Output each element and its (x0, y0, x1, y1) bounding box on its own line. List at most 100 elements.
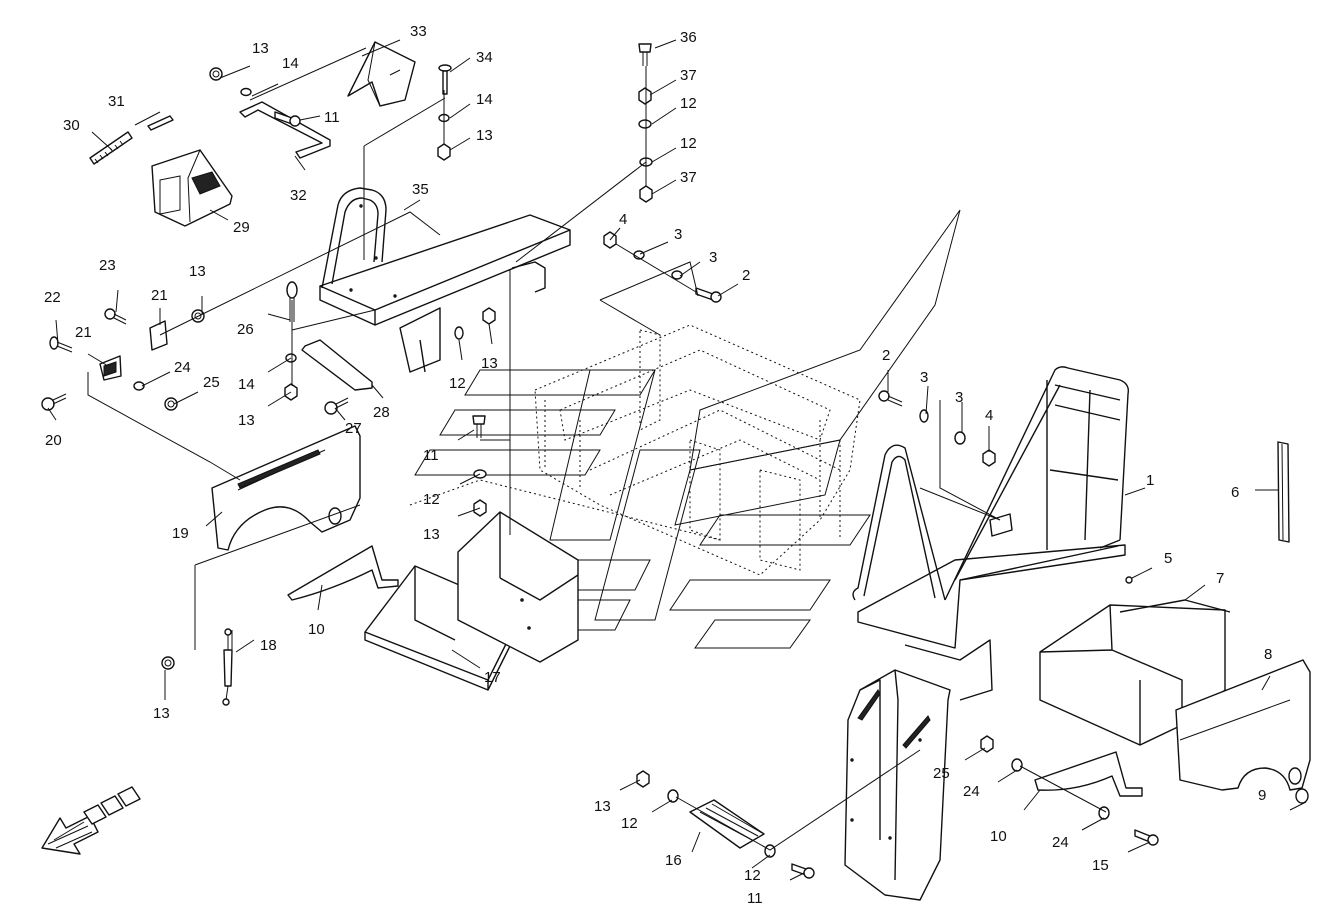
bracket-21b (99, 355, 122, 381)
callout-3: 3 (674, 226, 682, 243)
callout-14: 14 (476, 91, 493, 108)
callout-24: 24 (174, 359, 191, 376)
bolt-27 (324, 397, 349, 415)
nut-25a (164, 397, 178, 411)
callout-22: 22 (44, 289, 61, 306)
part-8-fender (1175, 659, 1311, 791)
bolt-2b (878, 390, 903, 407)
callout-15: 15 (1092, 857, 1109, 874)
callout-27: 27 (345, 420, 362, 437)
callout-11: 11 (324, 109, 340, 126)
part-5-nut (1125, 576, 1133, 584)
nut-13h (636, 770, 650, 788)
nut-25b (980, 735, 994, 753)
callout-labels: 33 13 14 11 32 31 30 29 34 14 13 35 36 3… (44, 23, 1272, 907)
callout-25: 25 (203, 374, 220, 391)
callout-4: 4 (619, 211, 627, 228)
callout-25: 25 (933, 765, 950, 782)
callout-35: 35 (412, 181, 429, 198)
callout-11: 11 (747, 890, 763, 907)
bolt-34 (438, 64, 452, 95)
eyebolt-26 (286, 281, 298, 322)
part-10-plate-right (1034, 751, 1143, 797)
bolt-20 (41, 393, 67, 411)
callout-12: 12 (744, 867, 761, 884)
washer-12e (667, 789, 679, 803)
callout-8: 8 (1264, 646, 1272, 663)
callout-26: 26 (237, 321, 254, 338)
callout-6: 6 (1231, 484, 1239, 501)
callout-37: 37 (680, 169, 697, 186)
callout-9: 9 (1258, 787, 1266, 804)
callout-13: 13 (252, 40, 269, 57)
bracket-21a (149, 320, 168, 351)
callout-31: 31 (108, 93, 125, 110)
nut-13b (437, 143, 451, 161)
part-6-strip (1277, 441, 1290, 543)
callout-19: 19 (172, 525, 189, 542)
part-18-strut (222, 628, 233, 706)
callout-1: 1 (1146, 472, 1154, 489)
bolt-22 (49, 336, 73, 353)
bolt-36 (638, 43, 652, 66)
callout-14: 14 (238, 376, 255, 393)
callout-13: 13 (423, 526, 440, 543)
callout-12: 12 (423, 491, 440, 508)
washer-24a (133, 381, 145, 391)
callout-29: 29 (233, 219, 250, 236)
callout-24: 24 (1052, 834, 1069, 851)
callout-3: 3 (709, 249, 717, 266)
callout-33: 33 (410, 23, 427, 40)
callout-21: 21 (151, 287, 168, 304)
direction-arrow (41, 786, 141, 855)
part-1-platform (844, 366, 1130, 901)
callout-13: 13 (481, 355, 498, 372)
bolt-11a (274, 111, 301, 127)
callout-20: 20 (45, 432, 62, 449)
nut-13c (191, 309, 205, 323)
part-9-cap (1295, 788, 1309, 804)
callout-14: 14 (282, 55, 299, 72)
callout-17: 17 (484, 669, 501, 686)
washer-12a (638, 119, 652, 129)
leader-lines (47, 39, 1307, 881)
bolt-2a (695, 287, 722, 303)
callout-5: 5 (1164, 550, 1172, 567)
washer-12c (454, 326, 464, 340)
part-10-plate-left (287, 545, 399, 601)
callout-13: 13 (153, 705, 170, 722)
callout-10: 10 (308, 621, 325, 638)
bolt-11c (791, 863, 815, 879)
bolt-23 (104, 308, 127, 325)
washer-3d (954, 431, 966, 445)
callout-11: 11 (423, 447, 439, 464)
callout-34: 34 (476, 49, 493, 66)
washer-3c (919, 409, 929, 423)
callout-13: 13 (476, 127, 493, 144)
callout-37: 37 (680, 67, 697, 84)
callout-21: 21 (75, 324, 92, 341)
callout-3: 3 (955, 389, 963, 406)
callout-13: 13 (594, 798, 611, 815)
nut-37b (639, 185, 653, 203)
callout-4: 4 (985, 407, 993, 424)
nut-13e (482, 307, 496, 325)
washer-24b (1011, 758, 1023, 772)
callout-3: 3 (920, 369, 928, 386)
part-17-box (364, 511, 579, 691)
part-32-rod (239, 101, 331, 159)
bolt-11b (472, 415, 486, 438)
callout-13: 13 (238, 412, 255, 429)
washer-14a (240, 87, 252, 97)
fastener-13a (209, 67, 223, 81)
bolt-15 (1134, 829, 1159, 846)
part-29-chock (151, 149, 233, 227)
callout-2: 2 (882, 347, 890, 364)
nut-37a (638, 87, 652, 105)
callout-7: 7 (1216, 570, 1224, 587)
part-33-bracket (347, 41, 416, 107)
callout-2: 2 (742, 267, 750, 284)
callout-12: 12 (680, 135, 697, 152)
callout-10: 10 (990, 828, 1007, 845)
